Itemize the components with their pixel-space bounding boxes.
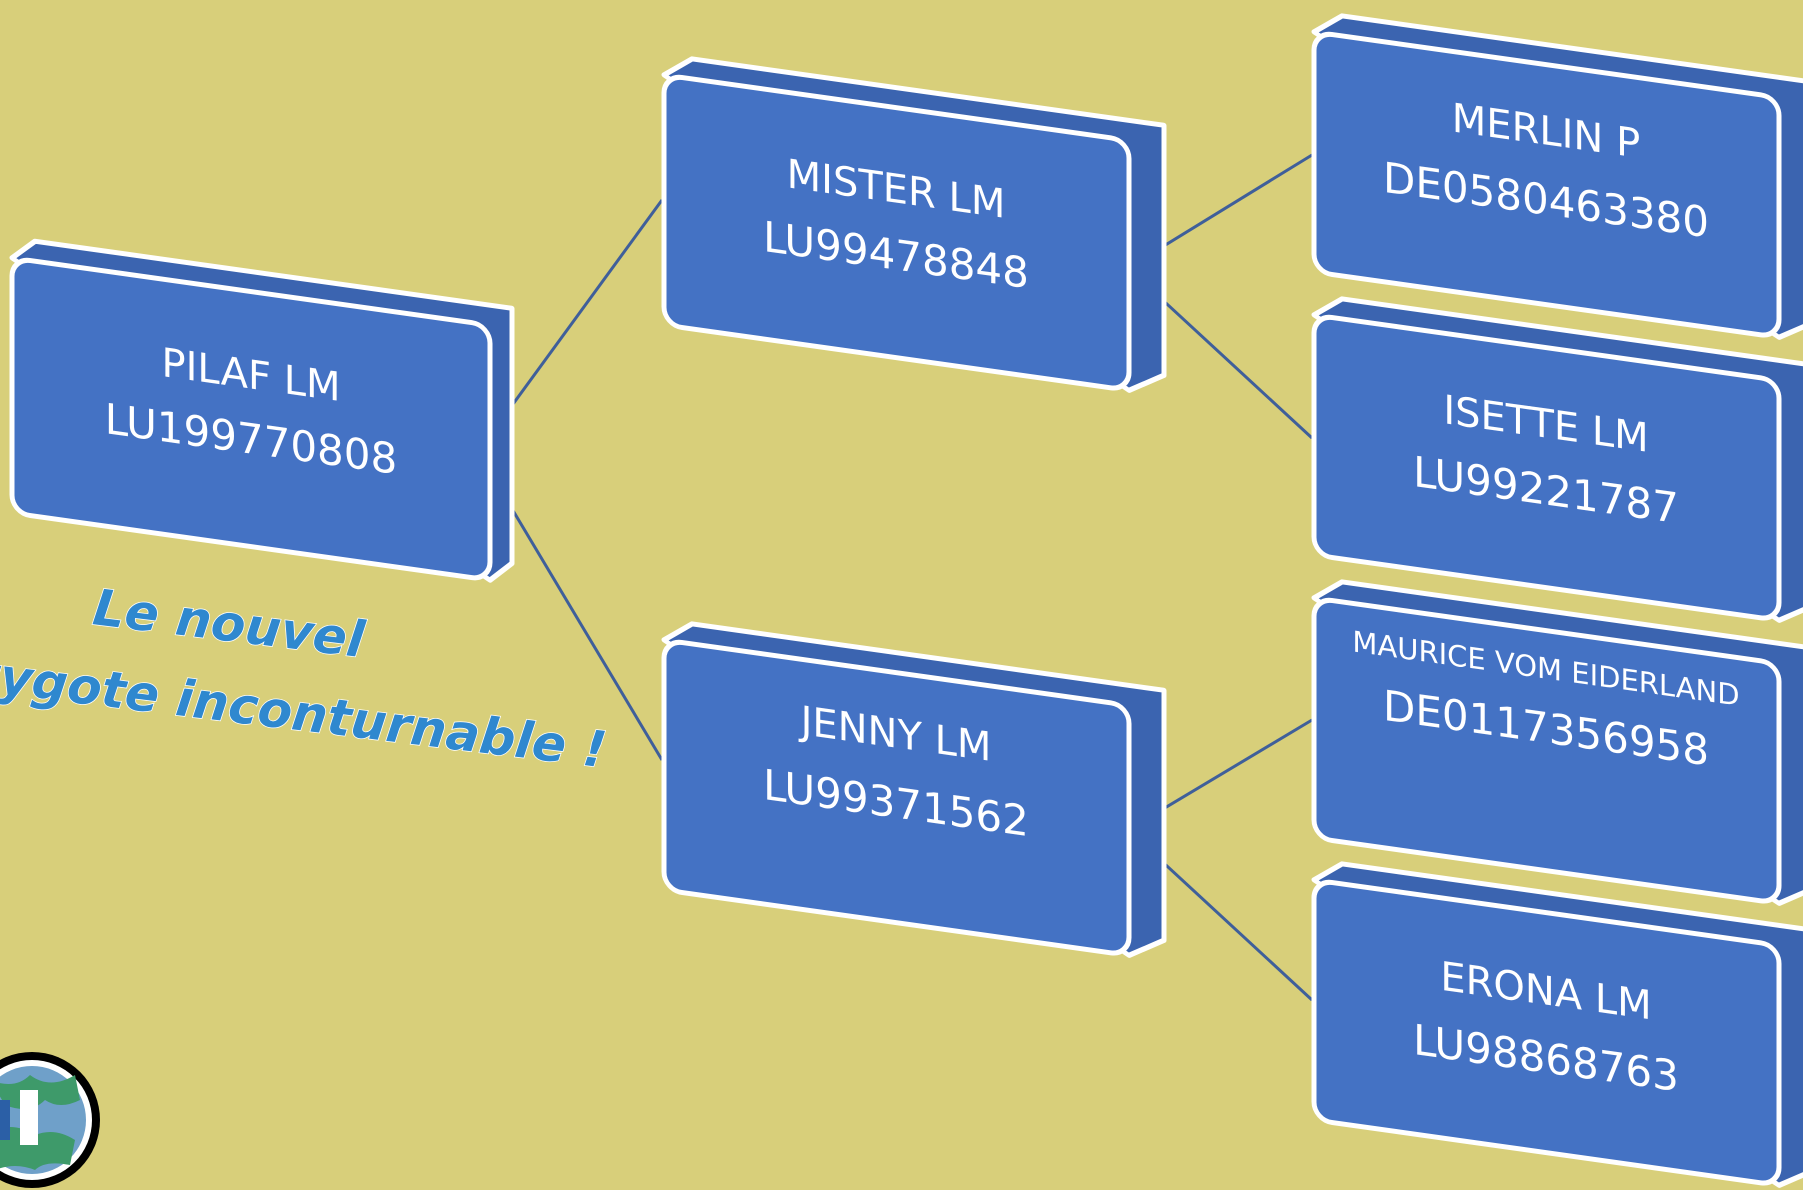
slogan: Le nouvel zygote inconturnable ! xyxy=(0,578,610,781)
node-pilaf: PILAF LM LU199770808 xyxy=(9,238,515,583)
node-merlin: MERLIN P DE0580463380 xyxy=(1311,13,1803,340)
node-jenny: JENNY LM LU99371562 xyxy=(661,621,1167,958)
node-mister: MISTER LM LU99478848 xyxy=(661,56,1167,393)
node-maurice: MAURICE VOM EIDERLAND DE0117356958 xyxy=(1311,579,1803,906)
slogan-line-2: zygote inconturnable ! xyxy=(0,644,610,780)
node-isette: ISETTE LM LU99221787 xyxy=(1311,296,1803,623)
globe-logo-icon xyxy=(0,1052,100,1188)
node-erona: ERONA LM LU98868763 xyxy=(1311,861,1803,1188)
slogan-line-1: Le nouvel xyxy=(90,578,368,669)
